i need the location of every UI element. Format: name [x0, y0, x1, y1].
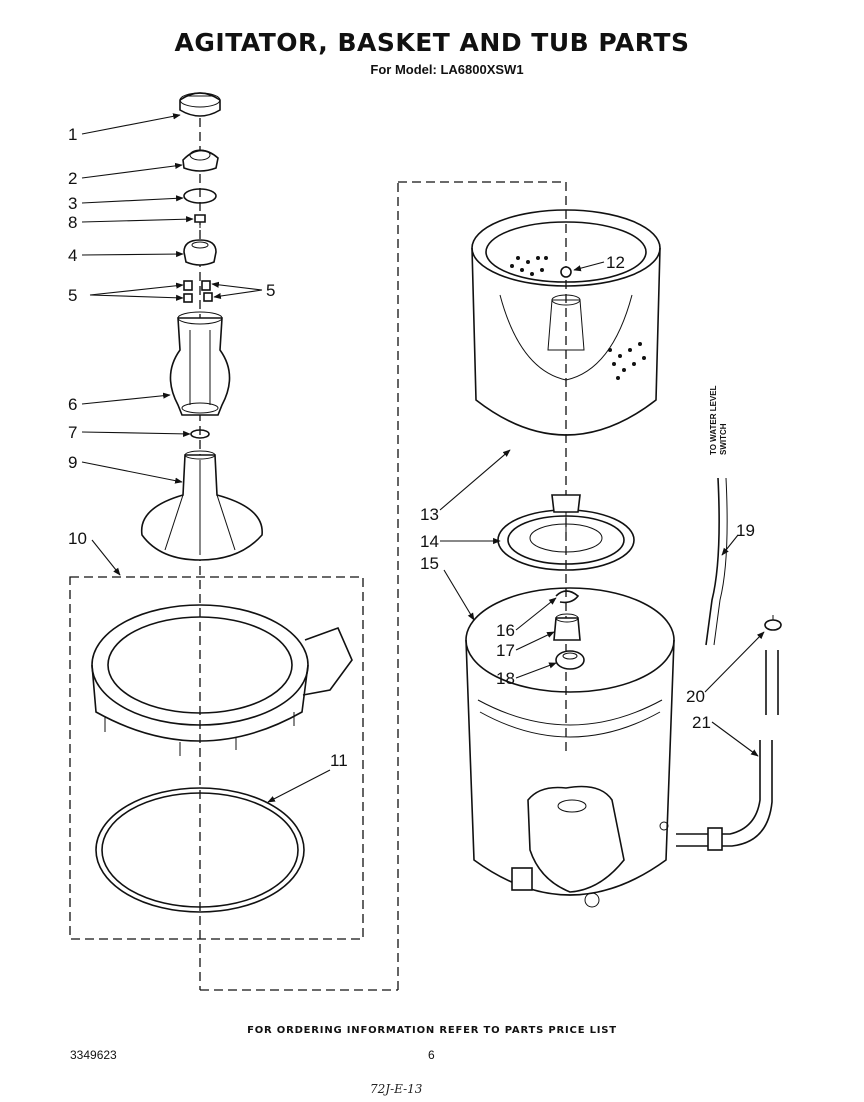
callout-15: 15 — [420, 554, 439, 573]
agitator-base-seal — [190, 429, 210, 439]
callout-19: 19 — [736, 521, 755, 540]
drain-hose — [676, 650, 779, 851]
parts-10-11-group-box — [69, 576, 364, 940]
callout-10: 10 — [68, 529, 87, 548]
callout-leaders — [81, 113, 765, 803]
callout-13: 13 — [420, 505, 439, 524]
hub-nut — [553, 613, 581, 641]
assembly-guide-lines — [199, 118, 567, 991]
page-title: AGITATOR, BASKET AND TUB PARTS — [174, 28, 690, 57]
wash-basket — [471, 209, 661, 436]
fastener — [194, 214, 206, 228]
drive-block-hub — [497, 494, 635, 571]
agitator-dogs — [183, 280, 213, 303]
agitator-seal-ring — [183, 188, 217, 204]
callout-8: 8 — [68, 213, 77, 232]
callout-18: 18 — [496, 669, 515, 688]
callout-14: 14 — [420, 532, 439, 551]
hose-clamp — [764, 615, 782, 631]
side-label-line-1: TO WATER LEVEL — [709, 385, 718, 455]
callout-17: 17 — [496, 641, 515, 660]
model-subtitle: For Model: LA6800XSW1 — [370, 62, 524, 77]
callout-20: 20 — [686, 687, 705, 706]
callout-1: 1 — [68, 125, 77, 144]
callout-2: 2 — [68, 169, 77, 188]
basket-perforations — [510, 256, 646, 380]
tub-ring-gasket — [95, 787, 305, 913]
ordering-info-note: FOR ORDERING INFORMATION REFER TO PARTS … — [247, 1025, 617, 1036]
callout-11: 11 — [330, 751, 348, 770]
handwritten-note: 72J-E-13 — [370, 1082, 423, 1096]
dog-retainer — [183, 239, 217, 266]
callout-12: 12 — [606, 253, 625, 272]
callout-16: 16 — [496, 621, 515, 640]
page-number: 6 — [428, 1048, 435, 1062]
tub-seal — [555, 650, 585, 670]
callout-6: 6 — [68, 395, 77, 414]
air-dome-hose — [705, 477, 720, 646]
callout-numbers: 1 2 3 8 4 5 5 6 7 9 10 11 12 13 14 15 16… — [68, 125, 755, 770]
callout-5-right: 5 — [266, 281, 275, 300]
tub-ring — [91, 604, 353, 756]
callout-4: 4 — [68, 246, 77, 265]
document-number: 3349623 — [70, 1048, 117, 1062]
agitator-cap — [179, 92, 221, 117]
agitator-base — [140, 450, 263, 561]
outer-tub — [465, 587, 675, 908]
agitator-barrel — [169, 311, 231, 416]
water-level-switch-label: TO WATER LEVEL SWITCH — [709, 385, 728, 455]
callout-7: 7 — [68, 423, 77, 442]
callout-3: 3 — [68, 194, 77, 213]
callout-5-left: 5 — [68, 286, 77, 305]
callout-21: 21 — [692, 713, 711, 732]
callout-9: 9 — [68, 453, 77, 472]
agitator-cam — [182, 149, 219, 172]
clip-part — [555, 590, 580, 604]
side-label-line-2: SWITCH — [719, 423, 728, 455]
